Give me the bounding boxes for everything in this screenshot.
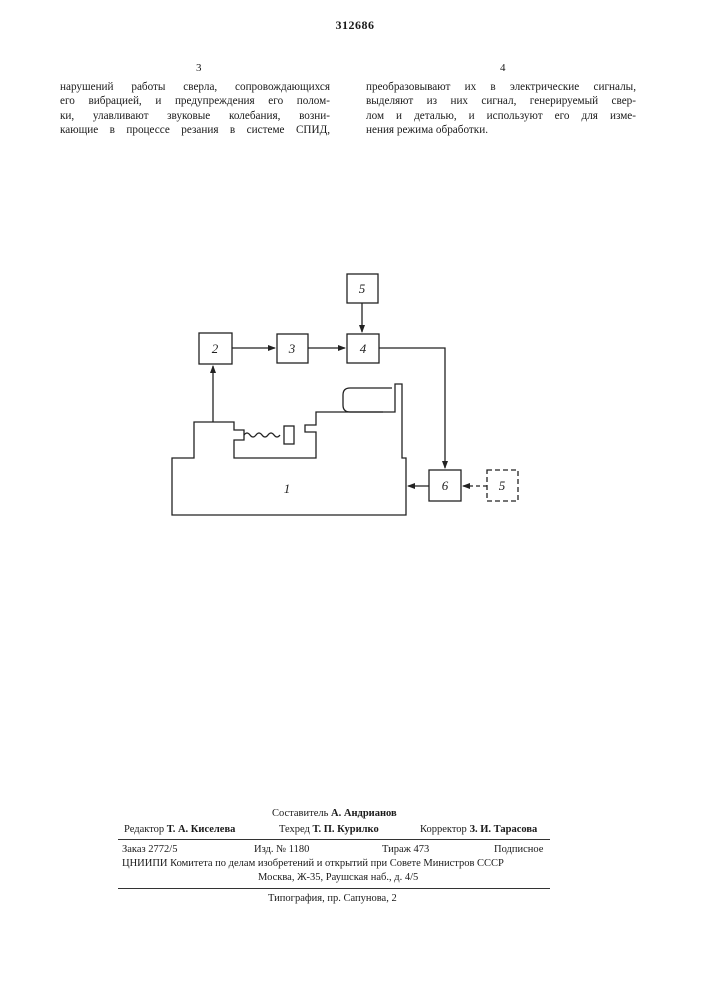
- corrector-entry: Корректор З. И. Тарасова: [420, 823, 537, 837]
- techred-label: Техред: [279, 824, 310, 835]
- compiler-label: Составитель: [272, 808, 328, 819]
- compiler-name: А. Андрианов: [331, 808, 397, 819]
- block-1-label: 1: [284, 481, 291, 496]
- editor-entry: Редактор Т. А. Киселева: [124, 823, 235, 837]
- imprint-divider-bottom: [118, 888, 550, 889]
- block-6-label: 6: [442, 478, 449, 493]
- clamp-arm: [343, 388, 392, 412]
- workpiece-chuck: [284, 426, 294, 444]
- imprint-divider-top: [118, 839, 550, 840]
- subscription: Подписное: [494, 843, 543, 857]
- publisher-address: Москва, Ж-35, Раушская наб., д. 4/5: [258, 871, 418, 885]
- techred-name: Т. П. Курилко: [313, 824, 379, 835]
- circulation: Тираж 473: [382, 843, 429, 857]
- compiler-line: Составитель А. Андрианов: [272, 807, 397, 821]
- techred-entry: Техред Т. П. Курилко: [279, 823, 379, 837]
- block-5-dashed-label: 5: [499, 478, 506, 493]
- editor-label: Редактор: [124, 824, 164, 835]
- corrector-name: З. И. Тарасова: [469, 824, 537, 835]
- drill-spring: [244, 433, 280, 437]
- corrector-label: Корректор: [420, 824, 467, 835]
- order-number: Заказ 2772/5: [122, 843, 177, 857]
- block-diagram: 1 2 3 4 5 6 5: [0, 0, 707, 620]
- printer-line: Типография, пр. Сапунова, 2: [268, 892, 397, 906]
- arrow-4-to-6: [379, 348, 445, 468]
- editor-name: Т. А. Киселева: [167, 824, 236, 835]
- block-3-label: 3: [288, 341, 296, 356]
- block-4-label: 4: [360, 341, 367, 356]
- edition-number: Изд. № 1180: [254, 843, 309, 857]
- publisher-line: ЦНИИПИ Комитета по делам изобретений и о…: [122, 857, 552, 871]
- block-2-label: 2: [212, 341, 219, 356]
- block-5-top-label: 5: [359, 281, 366, 296]
